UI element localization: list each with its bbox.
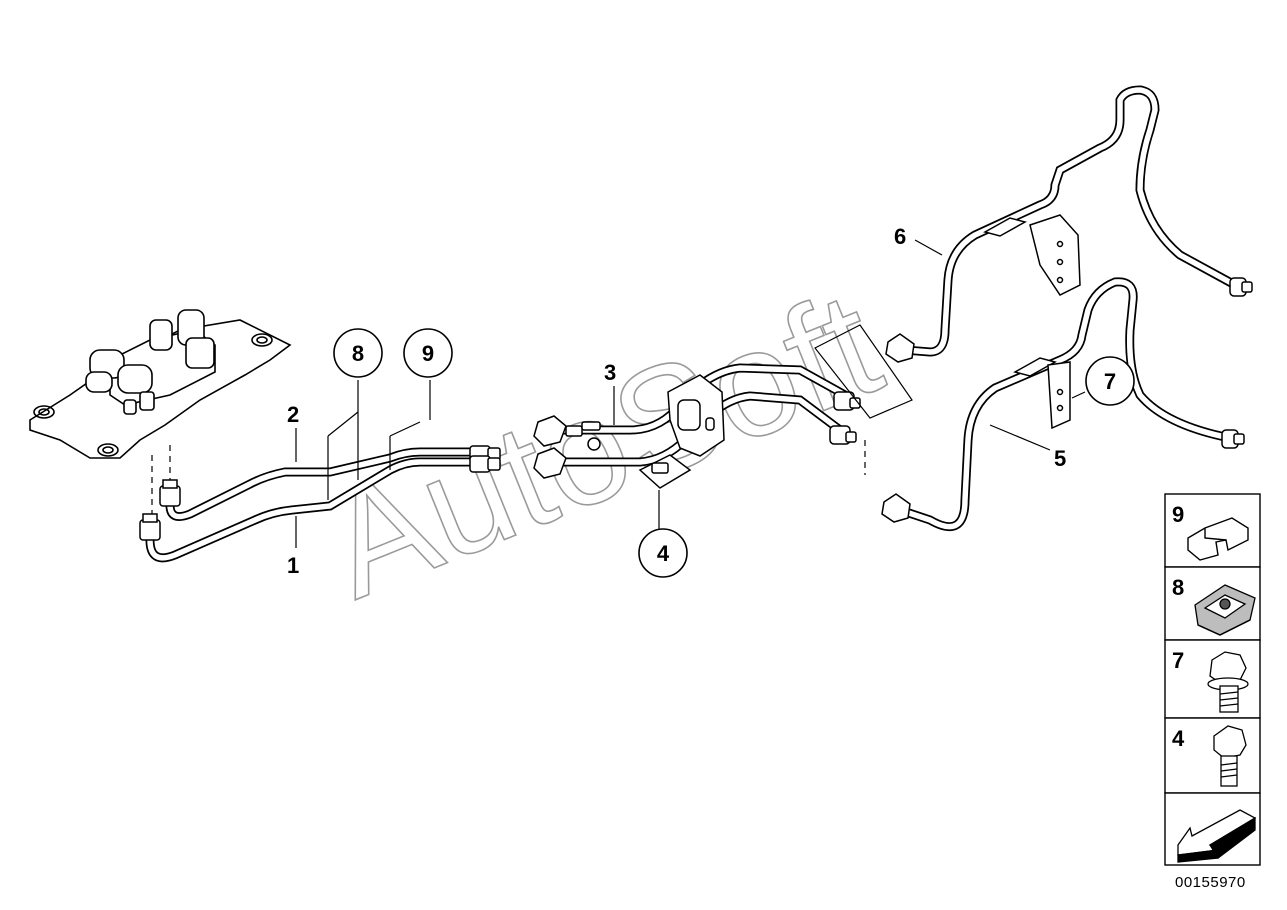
legend-number-4: 4 [1172,726,1185,751]
diagram-id: 00155970 [1175,874,1246,891]
legend-number-7: 7 [1172,648,1184,673]
circle-7 [1085,356,1135,406]
dashed-leaders [151,440,866,520]
circle-4 [638,528,688,578]
watermark-text: AutoSoft [304,258,900,629]
line-6-fittings [885,214,1253,363]
callout-5: 5 [1054,446,1066,471]
legend-item-4: 4 [1164,717,1261,794]
parts-legend: 9 8 7 [1164,493,1261,866]
callout-8: 8 [352,341,364,366]
line-6 [900,85,1240,357]
callout-2: 2 [287,402,299,427]
circled-callouts: 8 9 4 7 [333,328,1135,578]
center-fittings [533,374,861,489]
collar-bolt-icon [1207,651,1249,713]
legend-item-7: 7 [1164,639,1261,719]
line-5-fittings [881,357,1245,523]
direction-arrow-icon [1177,809,1257,863]
clip-markers [327,411,421,500]
clip-icon [1187,517,1249,561]
legend-item-8: 8 [1164,566,1261,641]
legend-item-9: 9 [1164,493,1261,568]
callout-3: 3 [604,360,616,385]
circle-9 [403,328,453,378]
callout-1: 1 [287,553,299,578]
line-fittings-left [139,445,501,541]
legend-item-arrow [1164,792,1261,866]
callout-7: 7 [1104,369,1116,394]
legend-number-9: 9 [1172,502,1184,527]
callout-6: 6 [894,224,906,249]
callout-9: 9 [422,341,434,366]
hex-bolt-icon [1213,725,1247,787]
line-5 [895,277,1235,532]
legend-number-8: 8 [1172,575,1184,600]
callout-4: 4 [657,541,670,566]
guide-lines [814,324,913,419]
callout-labels: 1 2 3 5 6 [287,224,1066,578]
leader-lines [295,239,1086,548]
circle-8 [333,328,383,378]
clamp-nut-icon [1194,584,1256,636]
oil-lines-left [145,447,483,563]
valve-block [29,309,292,459]
watermark: AutoSoft [303,258,901,631]
